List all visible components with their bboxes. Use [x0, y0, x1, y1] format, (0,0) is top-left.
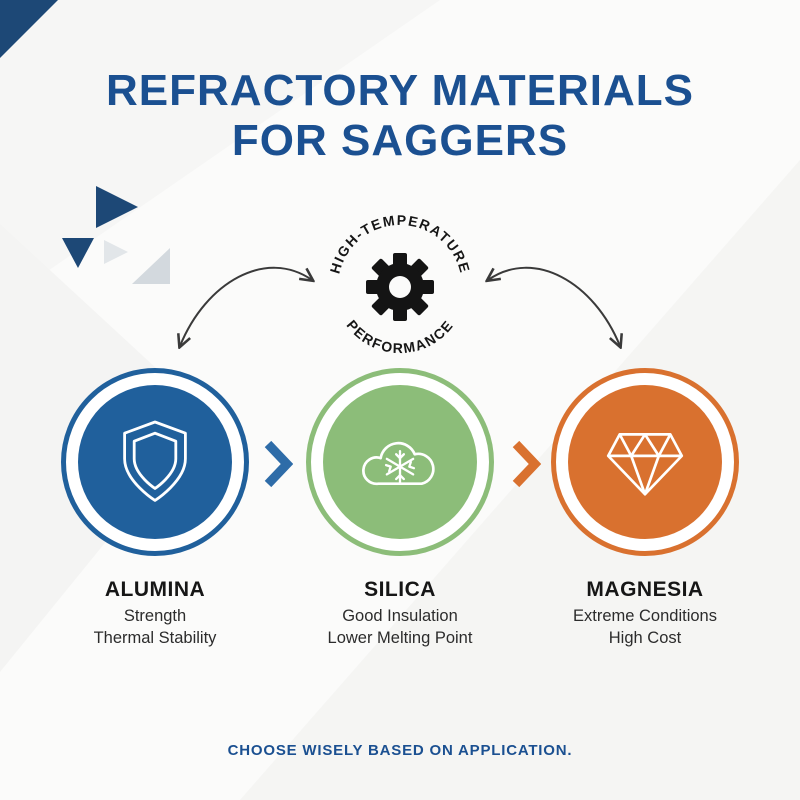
gear-icon — [366, 253, 434, 321]
triangle-decoration — [132, 248, 170, 284]
shield-icon — [123, 420, 187, 502]
footer-note: CHOOSE WISELY BASED ON APPLICATION. — [227, 742, 573, 759]
corner-triangle-decoration — [0, 0, 58, 58]
magnesia-circle — [551, 368, 739, 556]
material-trait: Extreme Conditions High Cost — [573, 607, 717, 647]
material-name: MAGNESIA — [586, 578, 704, 601]
silica-circle — [306, 368, 494, 556]
material-card-magnesia: MAGNESIA Extreme Conditions High Cost — [548, 368, 742, 650]
material-name: SILICA — [364, 578, 436, 601]
cloud-snowflake-icon — [362, 441, 435, 486]
material-card-silica: SILICA Good Insulation Lower Melting Poi… — [303, 368, 497, 650]
material-trait: Strength Thermal Stability — [93, 607, 217, 647]
svg-text:PERFORMANCE: PERFORMANCE — [344, 317, 457, 356]
title-line-2: FOR SAGGERS — [231, 116, 569, 165]
alumina-circle — [61, 368, 249, 556]
chevron-right-icon — [264, 440, 293, 488]
diamond-icon — [606, 433, 684, 496]
triangle-decoration — [104, 240, 128, 264]
triangle-decoration — [62, 238, 94, 268]
title-line-1: REFRACTORY MATERIALS — [106, 66, 694, 115]
material-card-alumina: ALUMINA Strength Thermal Stability — [58, 368, 252, 650]
hub-bottom-label: PERFORMANCE — [344, 317, 455, 356]
material-name: ALUMINA — [104, 578, 206, 601]
page-title: REFRACTORY MATERIALS FOR SAGGERS — [0, 66, 800, 166]
material-trait: Good Insulation Lower Melting Point — [327, 607, 473, 647]
hub-high-temperature-performance: HIGH-TEMPERATURE PERFORMANCE — [290, 177, 510, 397]
chevron-right-icon — [512, 440, 541, 488]
triangle-decoration — [96, 186, 138, 228]
